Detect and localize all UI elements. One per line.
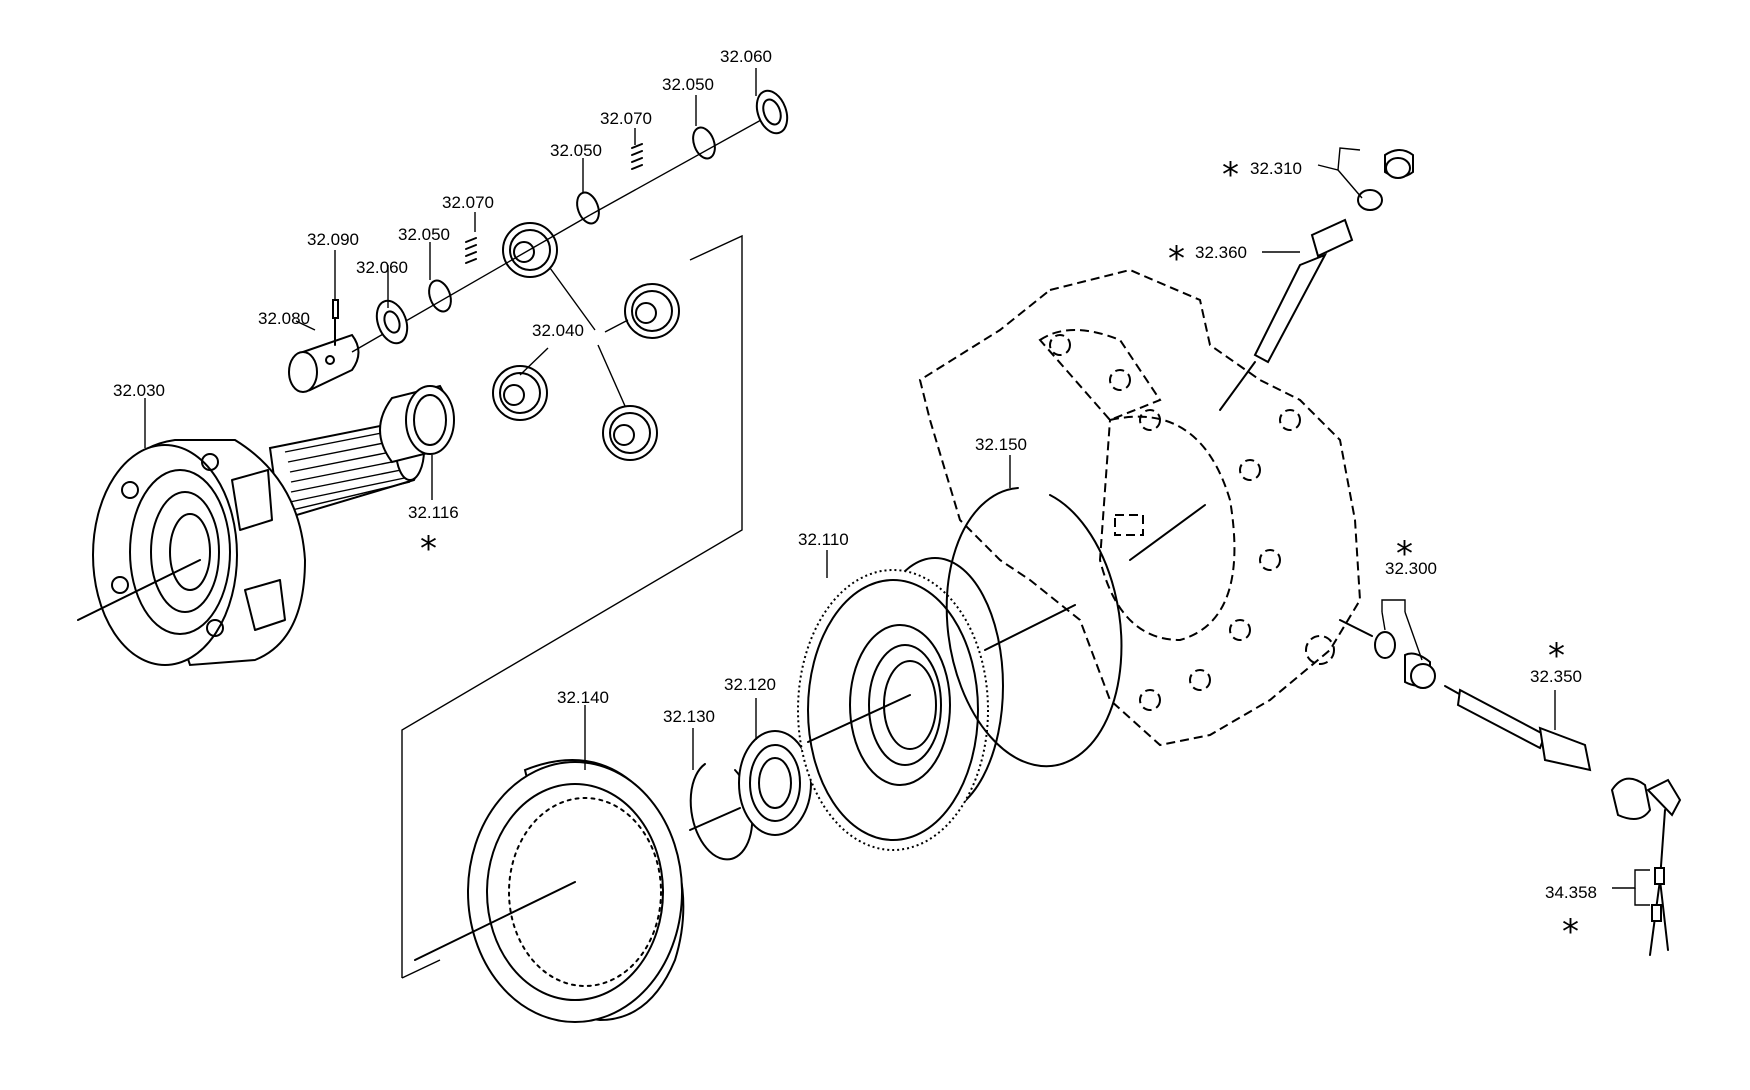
part-label-32-040: 32.040 bbox=[532, 321, 584, 340]
snap-ring-part bbox=[692, 126, 716, 160]
o-ring-part bbox=[945, 487, 1123, 768]
part-label-34-358: 34.358 bbox=[1545, 883, 1597, 902]
part-label-32-360: 32.360 bbox=[1195, 243, 1247, 262]
needle-bearing-part bbox=[631, 143, 643, 170]
part-label-32-060: 32.060 bbox=[720, 47, 772, 66]
speed-sensor-part bbox=[1456, 688, 1592, 772]
thrust-washer-part bbox=[375, 299, 409, 345]
part-label-32-150: 32.150 bbox=[975, 435, 1027, 454]
thrust-washer-part bbox=[755, 89, 789, 135]
part-label-32-310: 32.310 bbox=[1250, 159, 1302, 178]
planet-pin-part bbox=[288, 114, 771, 393]
part-label-32-080: 32.080 bbox=[258, 309, 310, 328]
part-label-32-120: 32.120 bbox=[724, 675, 776, 694]
part-label-32-050: 32.050 bbox=[662, 75, 714, 94]
speed-sensor-part bbox=[1219, 218, 1354, 411]
planet-gear-part bbox=[624, 283, 680, 339]
part-label-32-350: 32.350 bbox=[1530, 667, 1582, 686]
sensor-cable-part bbox=[1610, 777, 1682, 956]
part-label-32-050: 32.050 bbox=[550, 141, 602, 160]
part-label-32-070: 32.070 bbox=[442, 193, 494, 212]
asterisk-note: * bbox=[1222, 155, 1239, 195]
asterisk-note: * bbox=[1562, 912, 1579, 952]
needle-bearing-part bbox=[465, 237, 477, 264]
part-label-32-300: 32.300 bbox=[1385, 559, 1437, 578]
part-label-32-060: 32.060 bbox=[356, 258, 408, 277]
part-label-32-130: 32.130 bbox=[663, 707, 715, 726]
asterisk-note: * bbox=[1168, 239, 1185, 279]
part-label-32-070: 32.070 bbox=[600, 109, 652, 128]
planet-gear-part bbox=[602, 405, 658, 461]
part-label-32-110: 32.110 bbox=[798, 530, 849, 549]
snap-ring-part bbox=[576, 191, 600, 225]
part-label-32-116: 32.116 bbox=[408, 503, 459, 522]
part-label-32-140: 32.140 bbox=[557, 688, 609, 707]
screw-plug-part bbox=[1339, 619, 1471, 701]
asterisk-note: * bbox=[1396, 534, 1413, 574]
part-label-32-050: 32.050 bbox=[398, 225, 450, 244]
screw-plug-part bbox=[1357, 149, 1414, 211]
internal-gear-part bbox=[797, 557, 1004, 851]
assembly-frame bbox=[401, 234, 743, 979]
ball-bearing-part bbox=[738, 730, 812, 836]
leader-lines bbox=[144, 68, 1650, 906]
part-label-32-030: 32.030 bbox=[113, 381, 165, 400]
gearbox-housing bbox=[918, 268, 1362, 747]
bush-part bbox=[379, 384, 455, 464]
planet-gear-part bbox=[492, 365, 548, 421]
asterisk-note: * bbox=[1548, 636, 1565, 676]
ring-gear-part bbox=[414, 759, 685, 1023]
planet-carrier-part bbox=[77, 418, 425, 667]
snap-ring-part bbox=[428, 279, 452, 313]
part-label-32-090: 32.090 bbox=[307, 230, 359, 249]
asterisk-note: * bbox=[420, 529, 437, 569]
